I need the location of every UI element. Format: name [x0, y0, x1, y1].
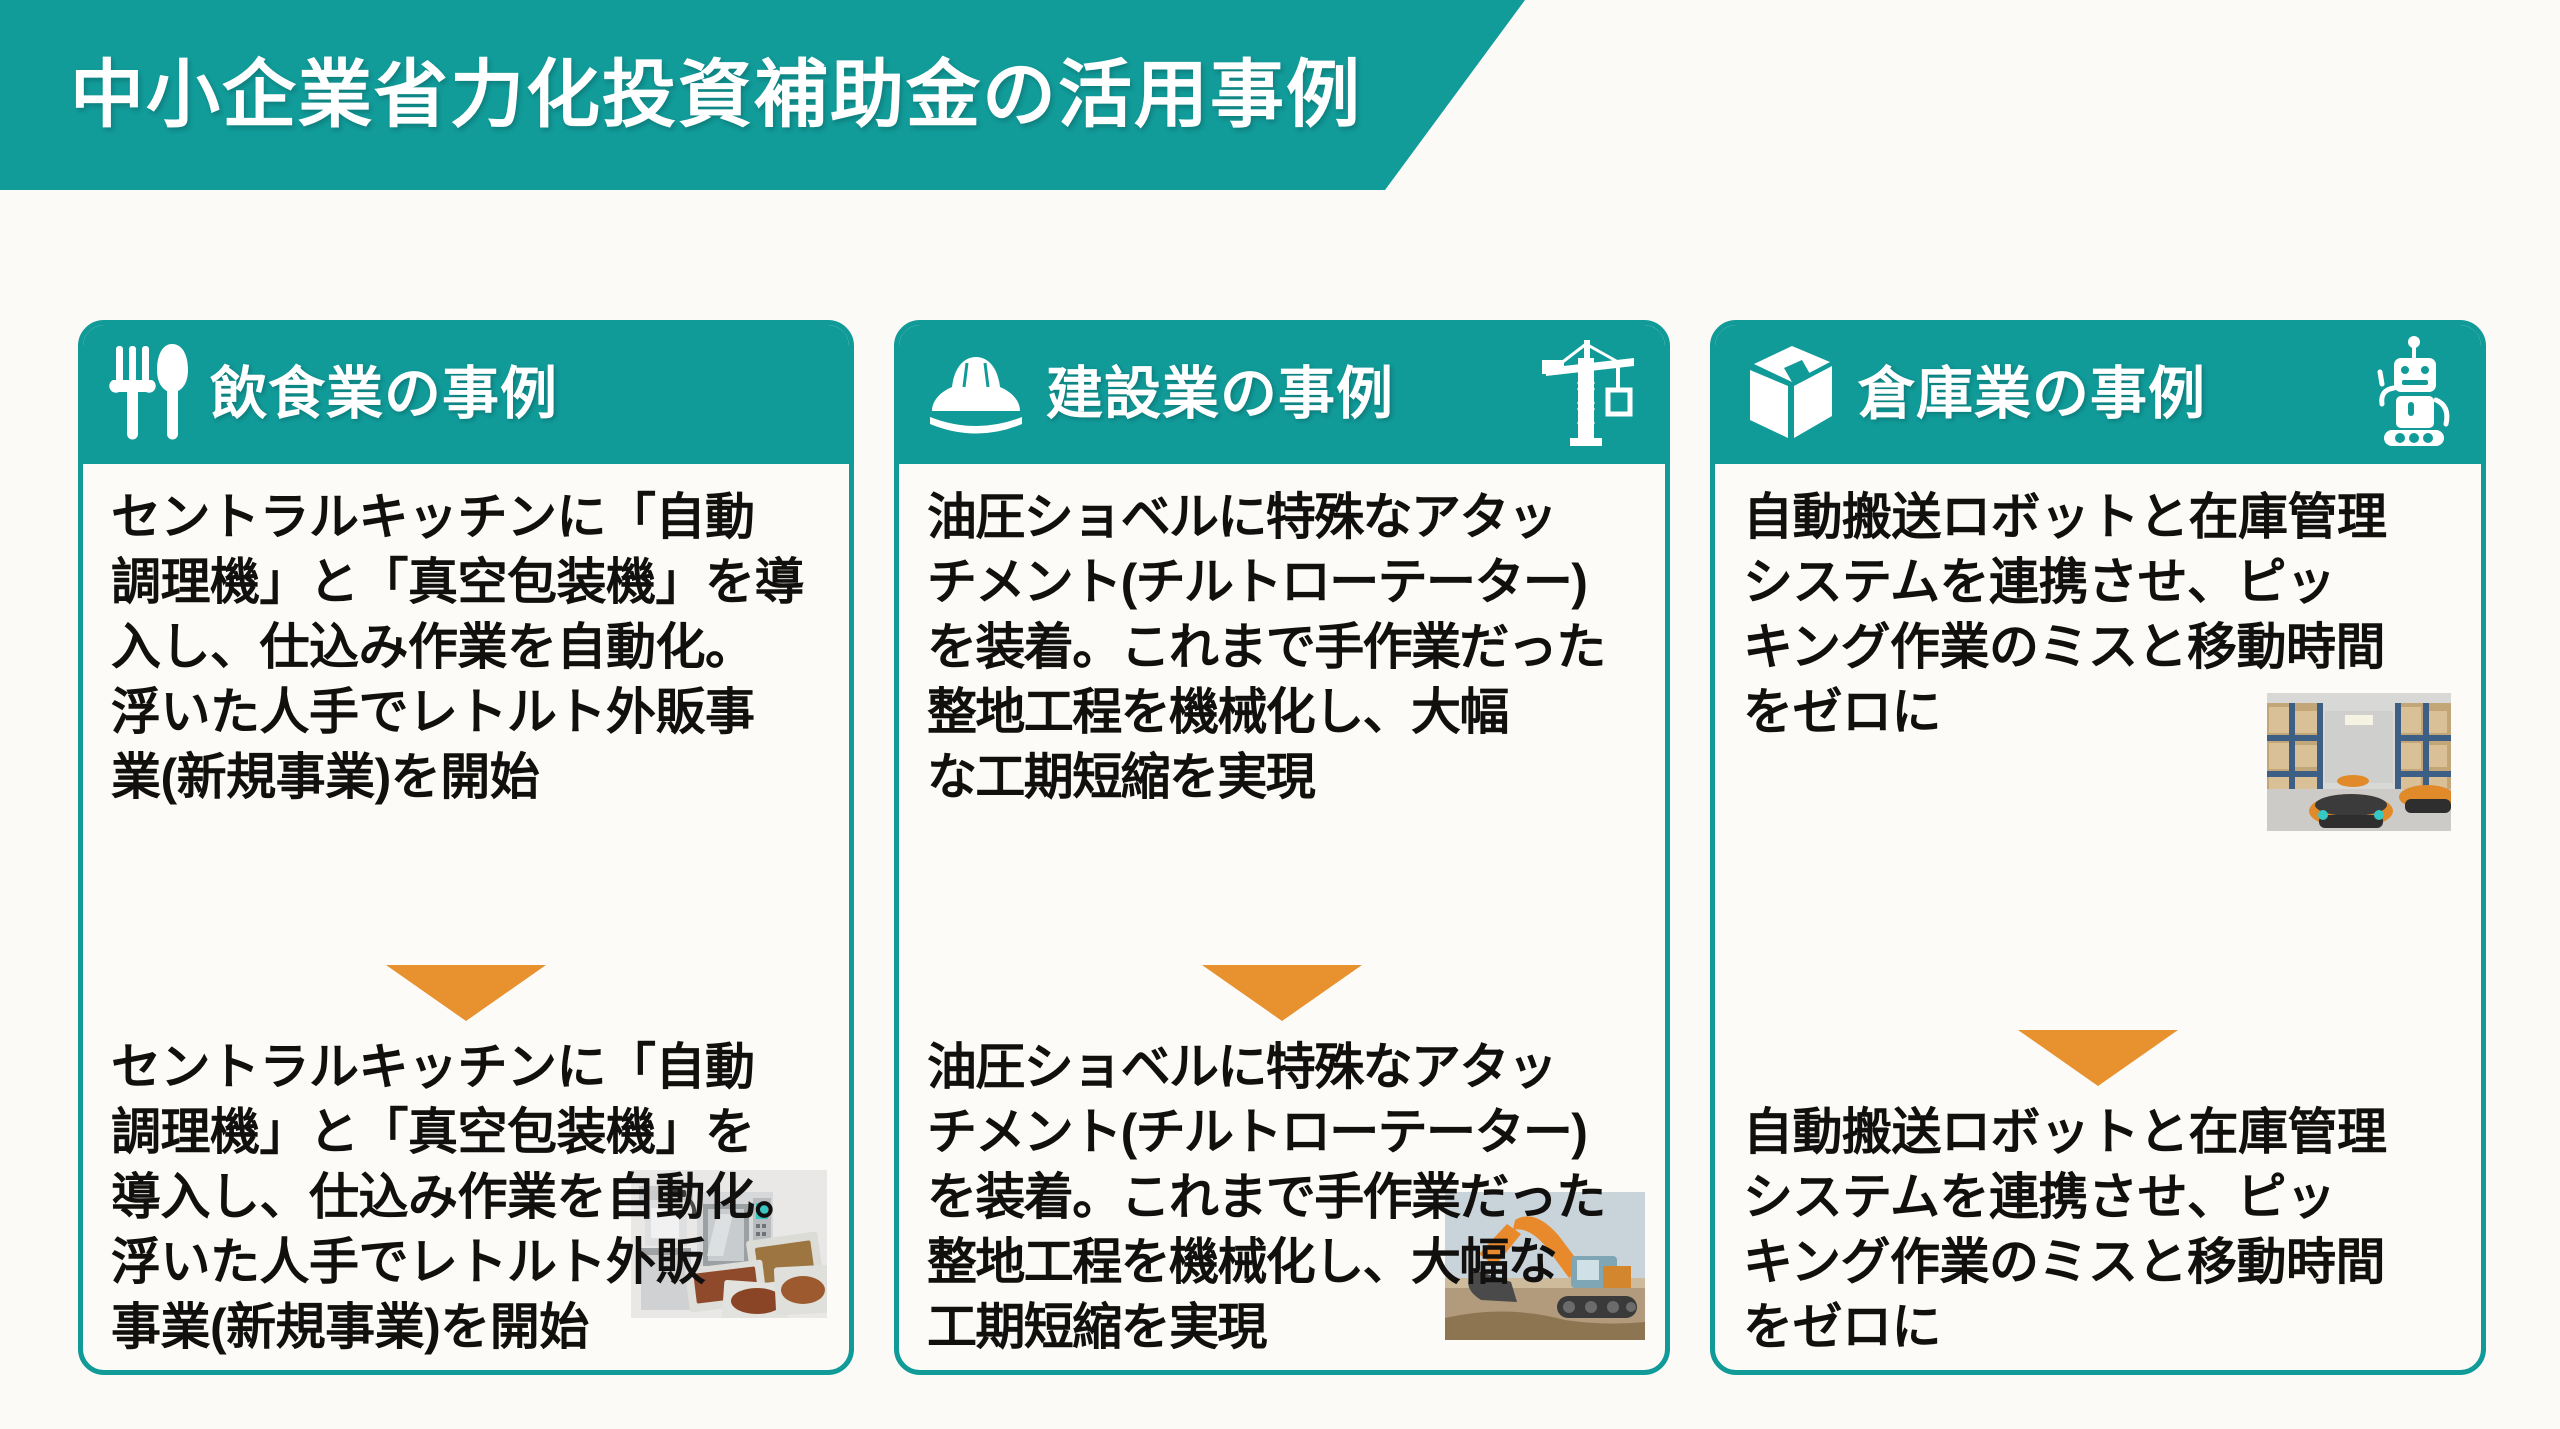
hard-hat-icon — [924, 349, 1028, 440]
transition-arrow-row-construction — [927, 965, 1637, 1021]
card-header-restaurant: 飲食業の事例 — [83, 325, 849, 464]
card-title-restaurant: 飲食業の事例 — [210, 361, 558, 426]
card-body-warehouse: 自動搬送ロボットと在庫管理 システムを連携させ、ピッ キング作業のミスと移動時間… — [1715, 463, 2481, 1370]
case-after-text-construction: 油圧ショベルに特殊なアタッ チメント(チルトローテーター) を装着。これまで手作… — [927, 1039, 1606, 1355]
case-card-construction[interactable]: 建設業の事例 — [894, 320, 1670, 1375]
page-header-banner: 中小企業省力化投資補助金の活用事例 — [0, 0, 1525, 190]
down-arrow-icon — [386, 965, 546, 1021]
card-header-warehouse: 倉庫業の事例 — [1715, 325, 2481, 464]
case-card-warehouse[interactable]: 倉庫業の事例 — [1710, 320, 2486, 1375]
card-body-construction: 油圧ショベルに特殊なアタッ チメント(チルトローテーター) を装着。これまで手作… — [899, 463, 1665, 1370]
case-card-restaurant[interactable]: 飲食業の事例 セントラルキッチンに「自動 調理機」と「真空包装機」を導 入し、仕… — [78, 320, 854, 1375]
case-cards-row: 飲食業の事例 セントラルキッチンに「自動 調理機」と「真空包装機」を導 入し、仕… — [78, 320, 2486, 1375]
transition-arrow-row-warehouse — [1743, 1030, 2453, 1086]
spacer — [927, 1021, 1637, 1035]
spacer — [111, 1021, 821, 1035]
page-title: 中小企業省力化投資補助金の活用事例 — [70, 53, 1362, 136]
fork-and-knife-icon — [108, 340, 192, 449]
excavator-photo — [1445, 1192, 1645, 1340]
case-before-text-construction: 油圧ショベルに特殊なアタッ チメント(チルトローテーター) を装着。これまで手作… — [927, 489, 1606, 805]
down-arrow-icon — [1202, 965, 1362, 1021]
warehouse-agv-photo — [2267, 693, 2451, 831]
card-title-construction: 建設業の事例 — [1046, 361, 1394, 426]
transition-arrow-row-restaurant — [111, 965, 821, 1021]
card-header-construction: 建設業の事例 — [899, 325, 1665, 464]
tower-crane-icon — [1540, 334, 1640, 455]
case-before-text-warehouse: 自動搬送ロボットと在庫管理 システムを連携させ、ピッ キング作業のミスと移動時間… — [1743, 489, 2387, 740]
case-after-text-warehouse: 自動搬送ロボットと在庫管理 システムを連携させ、ピッ キング作業のミスと移動時間… — [1743, 1104, 2387, 1355]
cardboard-box-icon — [1740, 340, 1840, 449]
case-after-text-restaurant: セントラルキッチンに「自動 調理機」と「真空包装機」を 導入し、仕込み作業を自動… — [111, 1039, 805, 1355]
down-arrow-icon — [2018, 1030, 2178, 1086]
spacer — [1743, 1086, 2453, 1100]
case-before-text-restaurant: セントラルキッチンに「自動 調理機」と「真空包装機」を導 入し、仕込み作業を自動… — [111, 489, 805, 805]
card-title-warehouse: 倉庫業の事例 — [1858, 361, 2206, 426]
robot-icon — [2360, 334, 2456, 455]
card-body-restaurant: セントラルキッチンに「自動 調理機」と「真空包装機」を導 入し、仕込み作業を自動… — [83, 463, 849, 1370]
restaurant-equipment-photo — [631, 1170, 827, 1318]
